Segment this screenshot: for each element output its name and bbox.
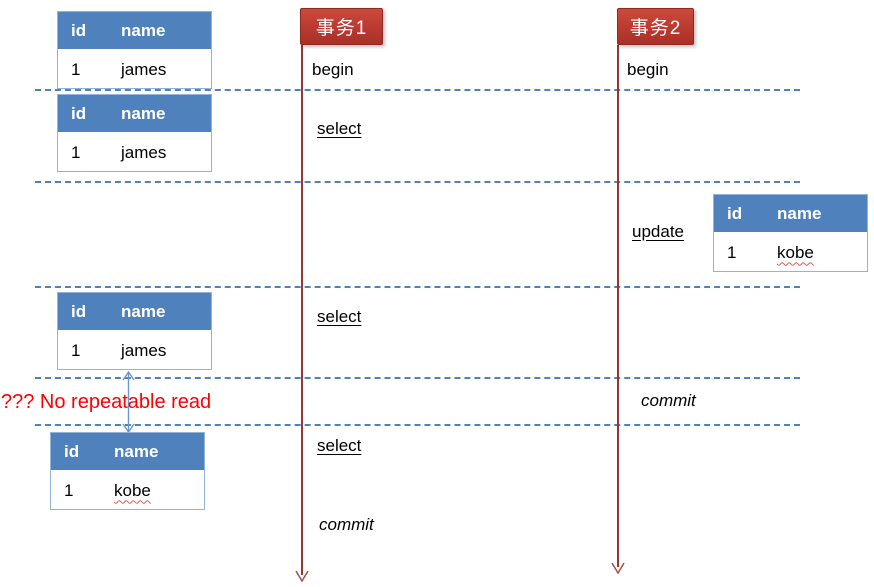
cell-name: james <box>121 340 167 360</box>
txn1-commit-text: commit <box>319 515 374 534</box>
cell-name: kobe <box>114 480 151 500</box>
column-header-name: name <box>121 20 166 40</box>
cell-name: james <box>121 59 167 79</box>
table-header-row: id name <box>58 293 211 332</box>
result-table-update: id name 1 kobe <box>713 194 868 272</box>
txn1-arrow-down-icon <box>295 570 309 582</box>
table-header-row: id name <box>714 195 867 234</box>
cell-id: 1 <box>64 480 74 500</box>
table-header-row: id name <box>58 12 211 51</box>
phase-separator-2 <box>35 181 800 183</box>
txn2-timeline <box>617 45 619 567</box>
table-header-row: id name <box>51 433 204 472</box>
result-table-third-select: id name 1 kobe <box>50 432 205 510</box>
column-header-id: id <box>71 20 87 40</box>
txn2-commit-text: commit <box>641 391 696 410</box>
txn1-timeline <box>301 45 303 575</box>
phase-separator-5 <box>35 424 800 426</box>
txn1-select2-text: select <box>317 307 362 326</box>
txn1-select3-text: select <box>317 436 362 455</box>
column-header-name: name <box>121 103 166 123</box>
column-header-name: name <box>114 441 159 461</box>
no-repeatable-read-note: ??? No repeatable read <box>1 391 212 413</box>
txn1-label: 事务1 <box>300 8 383 45</box>
txn2-label: 事务2 <box>617 8 694 45</box>
table-header-row: id name <box>58 95 211 134</box>
txn2-update-text: update <box>632 222 684 241</box>
phase-separator-4 <box>35 377 800 379</box>
result-table-initial: id name 1 james <box>57 11 212 89</box>
phase-separator-3 <box>35 286 800 288</box>
txn1-select1-text: select <box>317 119 362 138</box>
phase-separator-1 <box>35 89 800 91</box>
column-header-id: id <box>71 301 87 321</box>
txn1-begin-text: begin <box>312 60 354 79</box>
cell-id: 1 <box>71 142 81 162</box>
table-row: 1 james <box>58 332 211 369</box>
column-header-id: id <box>71 103 87 123</box>
table-row: 1 kobe <box>714 234 867 271</box>
column-header-id: id <box>727 203 743 223</box>
cell-name: kobe <box>777 242 814 262</box>
cell-name: james <box>121 142 167 162</box>
cell-id: 1 <box>71 59 81 79</box>
table-row: 1 james <box>58 51 211 88</box>
column-header-id: id <box>64 441 80 461</box>
table-row: 1 kobe <box>51 472 204 509</box>
column-header-name: name <box>121 301 166 321</box>
txn2-begin-text: begin <box>627 60 669 79</box>
txn2-arrow-down-icon <box>611 562 625 574</box>
result-table-first-select: id name 1 james <box>57 94 212 172</box>
column-header-name: name <box>777 203 822 223</box>
table-row: 1 james <box>58 134 211 171</box>
cell-id: 1 <box>727 242 737 262</box>
cell-id: 1 <box>71 340 81 360</box>
result-table-second-select: id name 1 james <box>57 292 212 370</box>
